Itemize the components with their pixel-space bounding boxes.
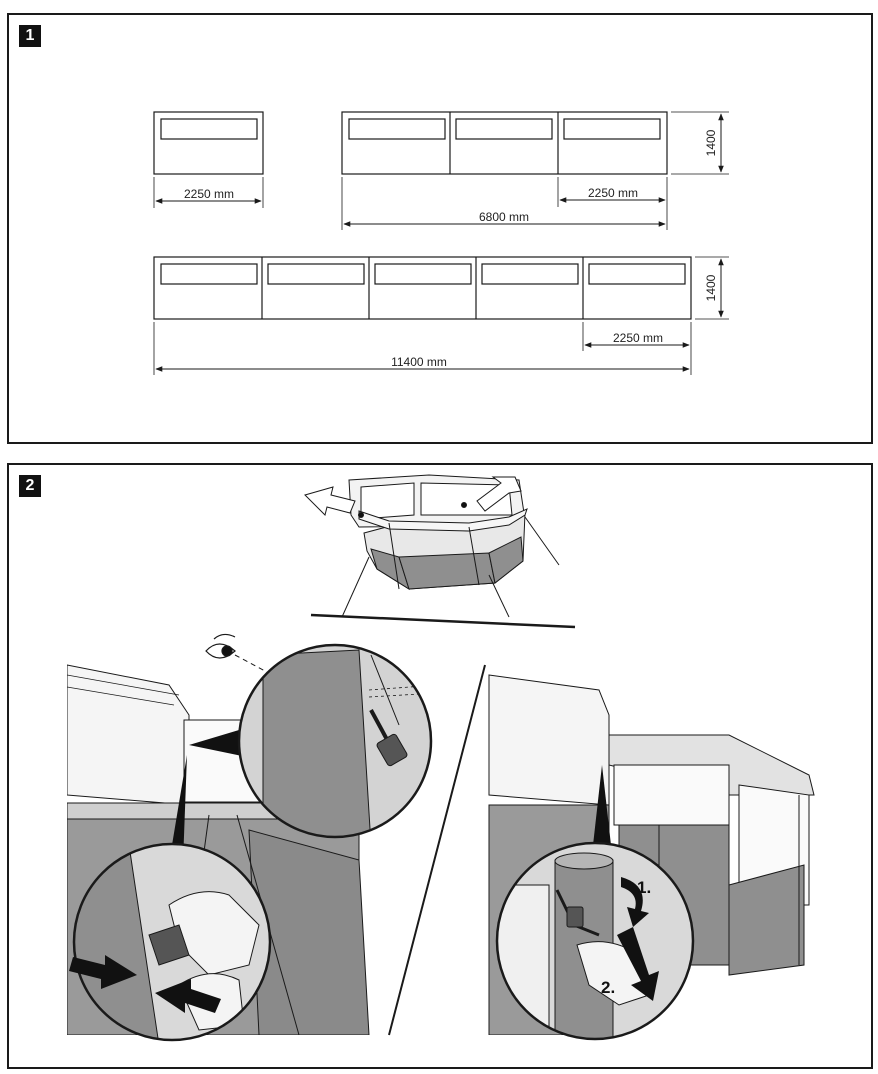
dim-label-top-unit: 2250 mm	[588, 186, 638, 200]
dim-label-single: 2250 mm	[184, 187, 234, 201]
dim-label-height-bottom: 1400	[704, 274, 718, 301]
buckle-detail-circle	[239, 645, 431, 837]
rotate-arrow-icon	[621, 877, 649, 927]
overview-arrow-right-icon	[476, 476, 522, 512]
step-label-two: 2.	[601, 978, 615, 997]
step-1-panel: 1 2250 mm 2250 mm 6800 m	[7, 13, 873, 444]
press-arrow-right-icon	[155, 979, 221, 1013]
overview-windbreak	[304, 474, 576, 629]
step-2-badge: 2	[19, 475, 41, 497]
single-panel	[153, 111, 264, 175]
overview-arrow-left-icon	[304, 486, 356, 516]
dim-label-total-5: 11400 mm	[391, 355, 447, 369]
five-panel-set	[153, 256, 692, 320]
assembly-illustration: 1. 2.	[67, 474, 815, 1042]
step-2-panel: 2	[7, 463, 873, 1069]
eye-icon	[205, 633, 236, 659]
step-label-one: 1.	[637, 878, 651, 897]
left-hands-detail-circle	[74, 844, 270, 1040]
press-arrow-left-icon	[69, 955, 137, 989]
dim-label-total-3: 6800 mm	[479, 210, 529, 224]
dim-label-bottom-unit: 2250 mm	[613, 331, 663, 345]
step-1-badge: 1	[19, 25, 41, 47]
windbreak-dimensions-diagram: 2250 mm 2250 mm 6800 mm 1400	[153, 111, 729, 375]
dim-label-height-top: 1400	[704, 129, 718, 156]
pull-arrow-icon	[617, 927, 659, 1001]
three-panel-set	[341, 111, 668, 175]
right-hands-detail-circle	[497, 843, 693, 1039]
